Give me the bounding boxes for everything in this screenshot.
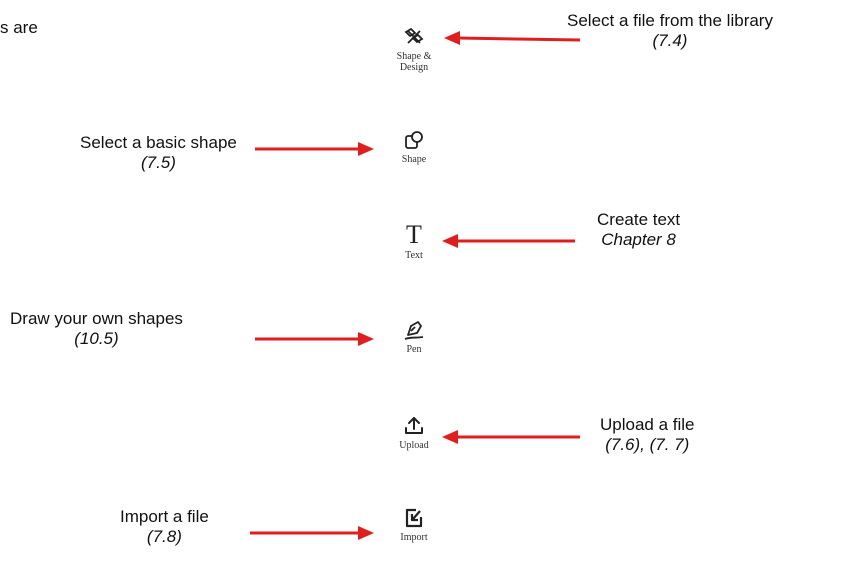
arrow-import bbox=[250, 526, 374, 540]
callout-import: Import a file (7.8) bbox=[120, 507, 209, 547]
cropped-text-fragment: s are bbox=[0, 18, 38, 37]
arrow-upload bbox=[442, 430, 580, 444]
tool-shape[interactable]: Shape bbox=[374, 130, 454, 165]
callout-basic-shape: Select a basic shape (7.5) bbox=[80, 133, 237, 173]
callout-ref: (7.6), (7. 7) bbox=[605, 435, 690, 454]
callout-text: Import a file bbox=[120, 507, 209, 526]
callout-text: Upload a file bbox=[600, 415, 695, 434]
callout-text: Create text bbox=[597, 210, 681, 229]
arrow-text-tool bbox=[442, 234, 575, 248]
tool-label: Upload bbox=[399, 440, 429, 451]
callout-text: Draw your own shapes bbox=[10, 309, 183, 328]
arrow-library bbox=[444, 31, 581, 45]
callout-ref: (10.5) bbox=[74, 329, 119, 348]
pen-icon bbox=[404, 321, 424, 340]
arrow-basic-shape bbox=[255, 142, 374, 156]
text-icon: T bbox=[406, 220, 422, 249]
callout-ref: Chapter 8 bbox=[601, 230, 676, 249]
tool-label: Text bbox=[405, 250, 423, 261]
tool-pen[interactable]: Pen bbox=[374, 318, 454, 355]
callout-pen: Draw your own shapes (10.5) bbox=[10, 309, 183, 349]
import-icon bbox=[405, 508, 423, 528]
callout-text-tool: Create text Chapter 8 bbox=[597, 210, 680, 250]
shape-icon bbox=[405, 131, 423, 149]
upload-icon bbox=[405, 417, 423, 434]
tool-label: Pen bbox=[406, 344, 422, 355]
shape-design-icon bbox=[404, 27, 424, 44]
tool-label: Shape bbox=[401, 154, 427, 165]
callout-ref: (7.4) bbox=[652, 31, 688, 50]
tool-text[interactable]: T Text bbox=[374, 220, 454, 262]
tool-upload[interactable]: Upload bbox=[374, 414, 454, 451]
callout-ref: (7.8) bbox=[146, 527, 182, 546]
callout-ref: (7.5) bbox=[140, 153, 176, 172]
callout-text: Select a basic shape bbox=[80, 133, 237, 152]
callout-text: Select a file from the library bbox=[567, 11, 773, 30]
tool-label: Import bbox=[400, 532, 428, 543]
tool-import[interactable]: Import bbox=[374, 506, 454, 543]
callout-library: Select a file from the library (7.4) bbox=[567, 11, 773, 51]
tool-shape-design[interactable]: Shape & Design bbox=[374, 25, 454, 73]
tool-label: Shape & Design bbox=[396, 51, 432, 73]
arrow-pen bbox=[255, 332, 374, 346]
callout-upload: Upload a file (7.6), (7. 7) bbox=[600, 415, 695, 455]
